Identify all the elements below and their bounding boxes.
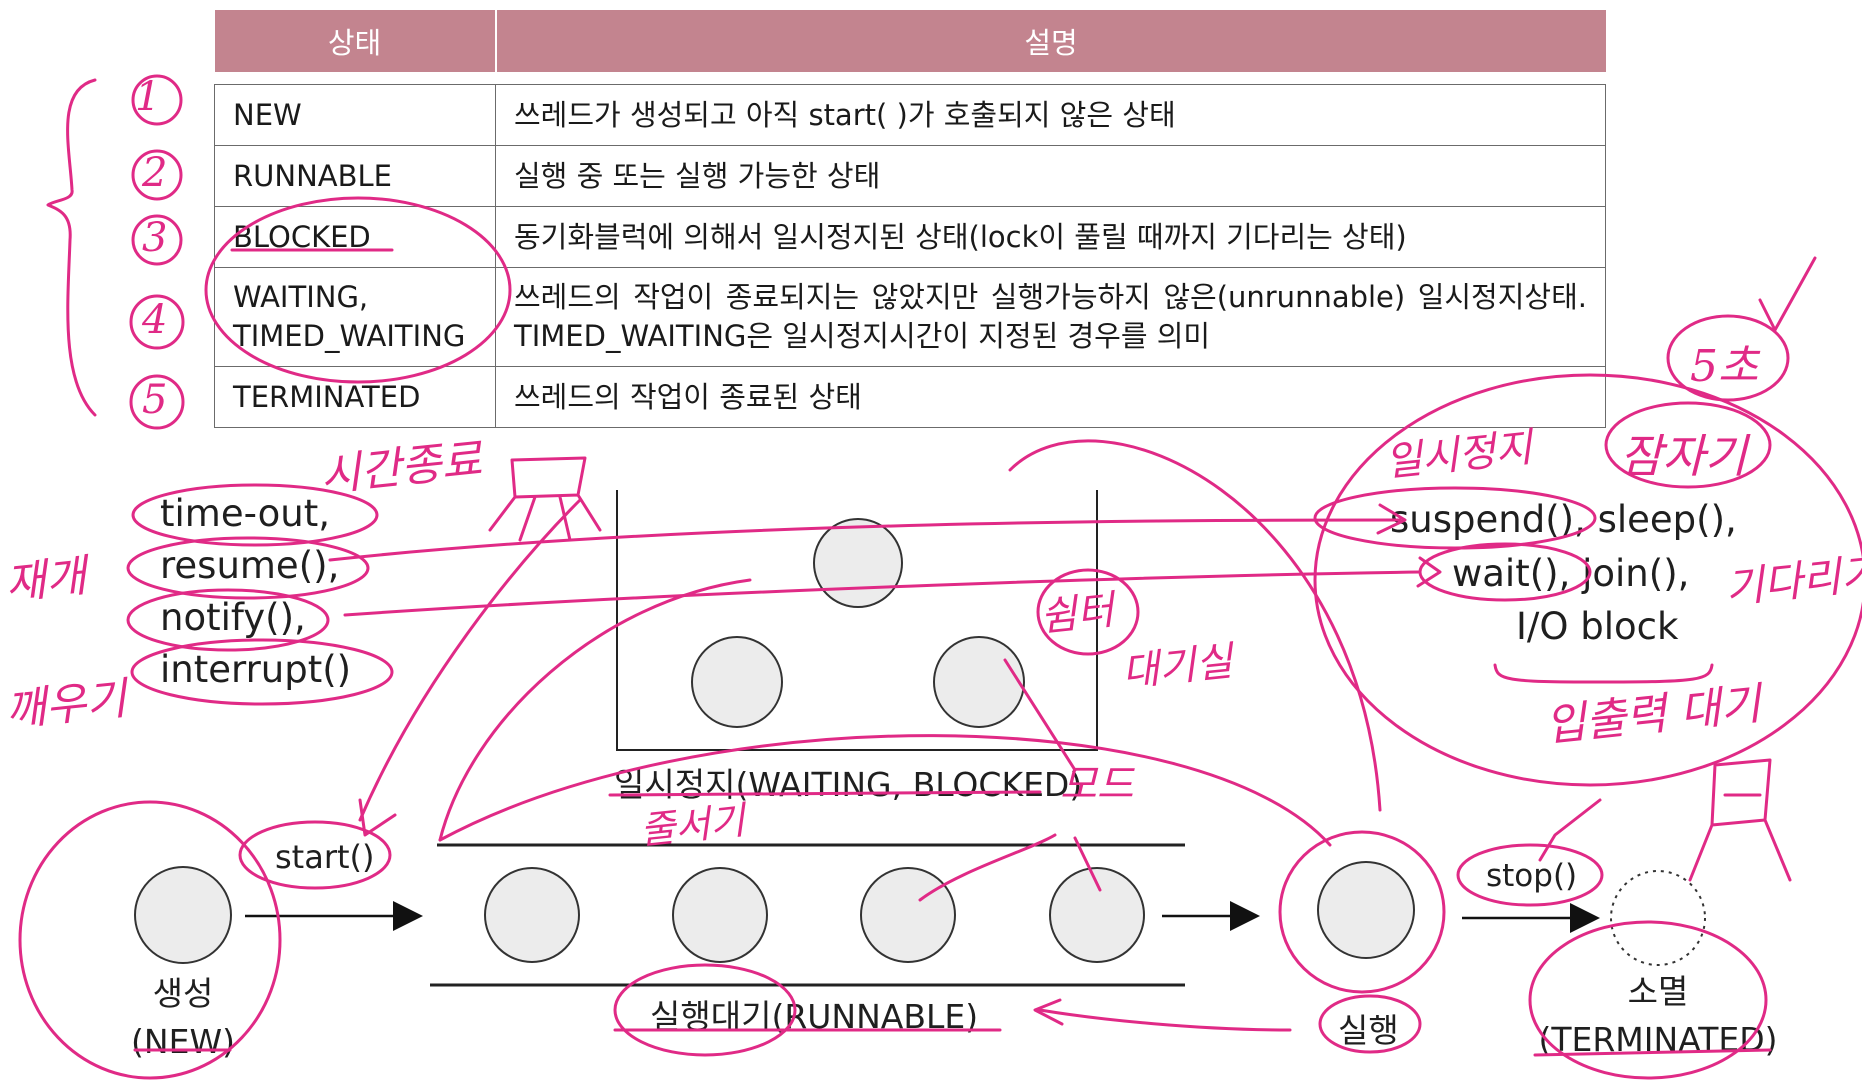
method-io-block: I/O block: [1516, 605, 1679, 648]
runnable-thread-circle: [1049, 867, 1145, 963]
chair-sketch: [488, 456, 602, 542]
running-circle-ann: [1278, 830, 1446, 994]
method-notify: notify(),: [160, 596, 306, 639]
annotation-number: 4: [142, 297, 168, 343]
curve-arrow: [343, 570, 1422, 617]
io-block-bracket: [1493, 663, 1714, 684]
curve-arrow: [328, 518, 1402, 562]
resume-oval: [126, 536, 370, 600]
annotation-number: 5: [142, 377, 168, 423]
terminated-thread-circle: [1610, 870, 1706, 966]
curve-arrow: [1038, 1008, 1292, 1032]
annotation-five-note: 5초: [1690, 341, 1759, 392]
state-cell: TERMINATED: [214, 366, 496, 428]
curve-arrow: [1008, 439, 1382, 812]
sleep-note-circle: [1604, 401, 1772, 489]
header-state: 상태: [214, 10, 497, 72]
stroke: [1003, 658, 1077, 772]
rest-note-oval: [1036, 568, 1140, 656]
new-thread-circle: [134, 866, 232, 964]
annotation-sleep-note: 잠자기: [1620, 429, 1747, 483]
table-row: RUNNABLE 실행 중 또는 실행 가능한 상태: [214, 145, 1606, 207]
annotation-resume-note: 재개: [2, 550, 89, 610]
description-cell: 실행 중 또는 실행 가능한 상태: [495, 145, 1606, 207]
waiting-underline: [608, 790, 1042, 797]
annotation-number: 1: [135, 74, 161, 120]
arrow-head: [1033, 998, 1064, 1026]
arrow-head: [358, 798, 397, 837]
suspend-oval: [1313, 486, 1597, 550]
number-3-circle: [131, 214, 183, 266]
waiting-box: [616, 490, 1098, 751]
stroke: [918, 833, 1057, 902]
arrow-head: [1376, 503, 1407, 535]
running-thread-circle: [1317, 861, 1415, 959]
description-cell: 쓰레드의 작업이 종료되지는 않았지만 실행가능하지 않은(unrunnable…: [495, 267, 1606, 367]
number-2-circle: [131, 149, 183, 201]
runnable-label-oval: [613, 963, 797, 1057]
method-interrupt: interrupt(): [160, 648, 352, 691]
new-state-label: 생성 (NEW): [131, 974, 235, 1061]
curve-arrow: [438, 578, 752, 842]
annotation-interrupt-note: 깨우기: [2, 673, 129, 737]
method-timeout: time-out,: [160, 492, 330, 535]
number-5-circle: [129, 374, 185, 430]
runnable-thread-circle: [484, 867, 580, 963]
stop-label: stop(): [1486, 858, 1578, 894]
waiting-thread-circle: [691, 636, 783, 728]
brace-stroke: [46, 78, 97, 417]
annotation-mode-note: 모드: [1060, 762, 1134, 808]
header-description: 설명: [495, 10, 1606, 72]
number-4-circle: [129, 294, 185, 350]
annotation-number: 2: [142, 150, 168, 196]
curve-arrow: [358, 498, 582, 822]
interrupt-oval: [130, 638, 394, 706]
table-row: NEW 쓰레드가 생성되고 아직 start( )가 호출되지 않은 상태: [214, 84, 1606, 146]
table-row: BLOCKED 동기화블럭에 의해서 일시정지된 상태(lock이 풀릴 때까지…: [214, 206, 1606, 268]
running-label-oval: [1318, 994, 1422, 1054]
check-stroke: [1758, 256, 1817, 332]
timeout-oval: [131, 483, 379, 547]
description-cell: 쓰레드가 생성되고 아직 start( )가 호출되지 않은 상태: [495, 84, 1606, 146]
waiting-state-label: 일시정지(WAITING, BLOCKED): [614, 765, 1083, 804]
arrow-head: [1416, 556, 1442, 588]
annotation-rest-note: 쉼터: [1038, 587, 1117, 641]
method-resume: resume(),: [160, 544, 340, 587]
stroke: [1073, 836, 1102, 892]
runnable-thread-circle: [672, 867, 768, 963]
waiting-thread-circle: [933, 636, 1025, 728]
annotation-number: 3: [142, 215, 168, 261]
number-1-circle: [131, 74, 183, 126]
terminated-circle-ann: [1528, 920, 1768, 1080]
table-row: WAITING, TIMED_WAITING 쓰레드의 작업이 종료되지는 않았…: [214, 267, 1606, 367]
notify-oval: [126, 588, 330, 652]
five-sec-circle: [1666, 314, 1790, 402]
start-oval: [238, 820, 392, 890]
waiting-thread-circle: [813, 518, 903, 608]
method-wait-join: wait(), join(),: [1452, 552, 1690, 595]
running-state-label: 실행: [1338, 1011, 1399, 1050]
sign-sketch: [1688, 758, 1792, 882]
annotation-waiting-room-note: 대기실: [1120, 638, 1235, 696]
start-label: start(): [275, 838, 375, 876]
right-methods-circle: [1313, 373, 1862, 787]
blocked-waiting-circle: [204, 196, 512, 384]
description-cell: 동기화블럭에 의해서 일시정지된 상태(lock이 풀릴 때까지 기다리는 상태…: [495, 206, 1606, 268]
method-suspend-sleep: suspend(), sleep(),: [1390, 498, 1737, 541]
terminated-underline: [1533, 1048, 1772, 1057]
state-cell: WAITING, TIMED_WAITING: [214, 267, 496, 367]
table-header-row: 상태 설명: [214, 10, 1606, 72]
annotation-lines-note: 줄서기: [638, 798, 747, 853]
wait-oval: [1418, 542, 1592, 602]
check-stroke: [1538, 798, 1602, 862]
curve-arrow: [438, 734, 1332, 847]
stop-oval: [1456, 843, 1604, 907]
new-circle-ann: [18, 800, 282, 1080]
state-cell: NEW: [214, 84, 496, 146]
